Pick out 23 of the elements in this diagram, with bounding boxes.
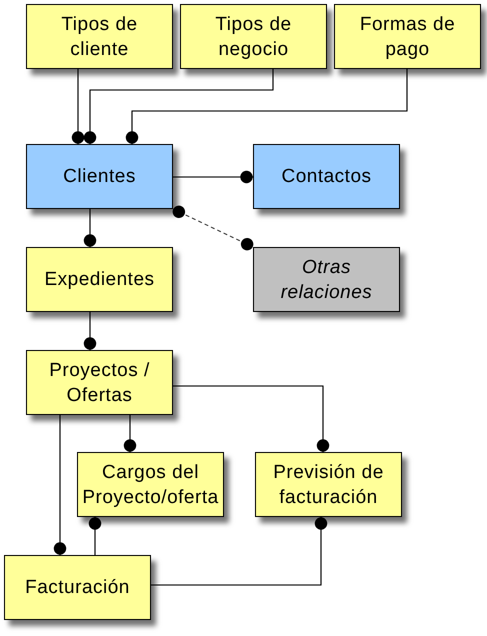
entity-box: Formas de pago bbox=[334, 4, 481, 69]
connector-line bbox=[124, 415, 136, 452]
connector-line bbox=[84, 69, 274, 144]
connector-line bbox=[126, 69, 408, 144]
connector-line bbox=[84, 312, 96, 350]
entity-box: Previsión de facturación bbox=[255, 452, 402, 517]
connector-line bbox=[173, 170, 253, 184]
connector-line bbox=[84, 209, 96, 247]
entity-box: Proyectos / Ofertas bbox=[26, 350, 173, 415]
connector-line bbox=[151, 517, 328, 586]
connector-line bbox=[172, 206, 254, 250]
connector-line bbox=[88, 517, 102, 555]
entity-box: Facturación bbox=[4, 555, 151, 620]
entity-box: Tipos de cliente bbox=[26, 4, 173, 69]
entity-box: Tipos de negocio bbox=[180, 4, 327, 69]
connector-line bbox=[173, 385, 330, 452]
entity-box: Clientes bbox=[26, 144, 173, 209]
entity-box: Otras relaciones bbox=[253, 247, 400, 312]
entity-box: Expedientes bbox=[26, 247, 173, 312]
connector-line bbox=[54, 415, 66, 555]
entity-box: Cargos del Proyecto/oferta bbox=[77, 452, 224, 517]
connector-line bbox=[72, 69, 84, 144]
entity-box: Contactos bbox=[253, 144, 400, 209]
